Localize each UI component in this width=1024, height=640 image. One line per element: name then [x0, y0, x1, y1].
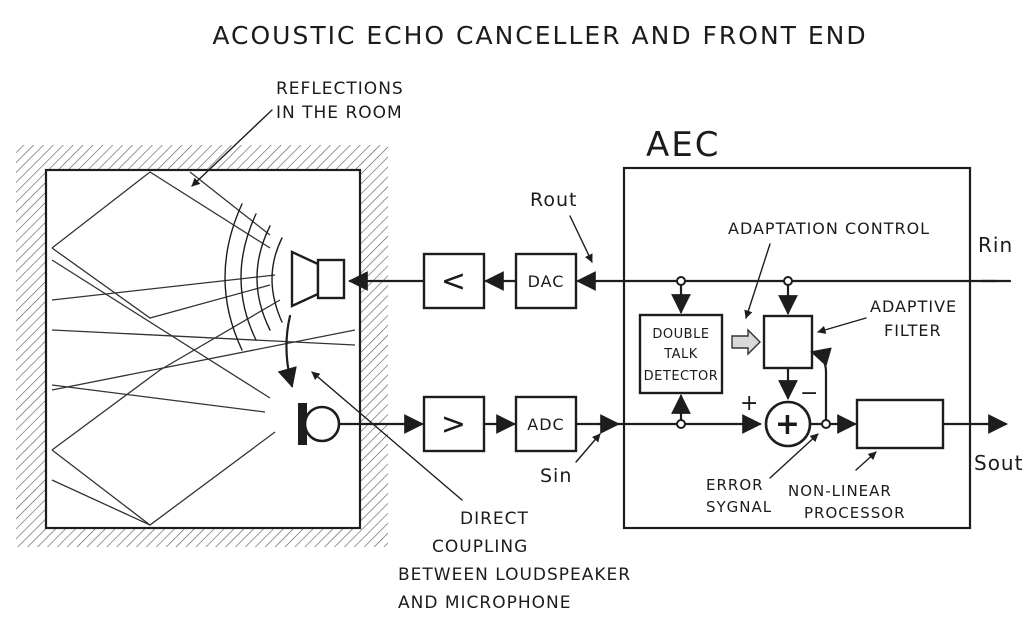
sin-tap-dot: [676, 419, 686, 429]
adaptive-filter-label-line2: FILTER: [884, 321, 942, 340]
error-tap-dot: [821, 419, 831, 429]
rout-pointer: [569, 215, 593, 263]
output-amplifier-symbol: <: [441, 264, 467, 299]
reflection-rays: [51, 171, 356, 526]
double-talk-detector: DOUBLE TALK DETECTOR: [638, 313, 724, 395]
direct-coupling-label-line3: BETWEEN LOUDSPEAKER: [398, 565, 631, 585]
nlp-label-line2: PROCESSOR: [804, 504, 906, 522]
direct-coupling-label-line4: AND MICROPHONE: [398, 593, 571, 613]
sound-wave: [271, 237, 283, 323]
sout-label: Sout: [974, 451, 1023, 475]
ray: [51, 171, 271, 249]
sound-waves: [224, 203, 283, 351]
page-title: ACOUSTIC ECHO CANCELLER AND FRONT END: [212, 21, 867, 50]
input-amplifier-symbol: >: [441, 407, 467, 442]
nlp-label-line1: NON-LINEAR: [788, 482, 892, 500]
aec-block: [622, 166, 972, 530]
non-linear-processor-block: [855, 398, 945, 450]
direct-coupling-label-line1: DIRECT: [460, 509, 529, 529]
plus-sign: +: [740, 391, 759, 416]
loudspeaker-icon: [290, 250, 346, 308]
dac-label: DAC: [528, 272, 565, 291]
summer-node: [764, 400, 812, 448]
direct-coupling-label-line2: COUPLING: [432, 537, 528, 557]
nlp-pointer: [855, 451, 877, 471]
error-signal-pointer: [769, 433, 819, 479]
adaptive-filter-block: [762, 314, 814, 370]
output-amplifier: <: [422, 252, 486, 310]
summer-symbol: +: [775, 407, 801, 442]
microphone-icon: [298, 403, 341, 445]
sin-pointer: [575, 433, 601, 463]
reflections-pointer: [191, 109, 273, 187]
rin-tap-dot: [676, 276, 686, 286]
reflections-label-line1: REFLECTIONS: [276, 79, 404, 99]
room-interior: [44, 168, 362, 530]
room: [16, 145, 388, 547]
ray: [51, 274, 276, 301]
double-talk-line2: TALK: [663, 347, 698, 362]
adaptation-control-label: ADAPTATION CONTROL: [728, 219, 930, 238]
sin-label: Sin: [540, 465, 572, 487]
reflections-label-line2: IN THE ROOM: [276, 103, 403, 123]
sound-wave: [240, 213, 257, 341]
error-feedback-line: [810, 347, 832, 422]
adc-block: ADC: [514, 395, 578, 453]
adc-label: ADC: [527, 415, 564, 434]
sound-wave: [256, 225, 271, 331]
ray: [51, 329, 356, 391]
error-signal-label-line2: SYGNAL: [706, 498, 772, 516]
direct-coupling-pointer: [311, 371, 463, 501]
ray: [51, 299, 281, 451]
adaptive-filter-pointer: [817, 317, 867, 334]
dtd-to-filter-arrow: [731, 328, 761, 356]
direct-coupling-arrow: [277, 314, 297, 388]
ray: [51, 259, 271, 399]
adaptive-filter-label-line1: ADAPTIVE: [870, 297, 957, 316]
minus-sign: −: [800, 381, 819, 406]
ray: [51, 479, 151, 526]
ray: [51, 384, 266, 413]
aec-label: AEC: [646, 125, 720, 165]
ray: [51, 247, 271, 319]
double-talk-line3: DETECTOR: [644, 369, 719, 384]
ray: [189, 171, 271, 236]
filter-tap-dot: [783, 276, 793, 286]
double-talk-line1: DOUBLE: [652, 327, 709, 342]
sound-wave: [224, 203, 243, 351]
input-amplifier: >: [422, 395, 486, 453]
error-signal-label-line1: ERROR: [706, 476, 764, 494]
adaptation-control-pointer: [744, 243, 771, 319]
rin-label: Rin: [978, 233, 1013, 257]
dac-block: DAC: [514, 252, 578, 310]
rout-label: Rout: [530, 189, 577, 211]
ray: [51, 329, 356, 346]
